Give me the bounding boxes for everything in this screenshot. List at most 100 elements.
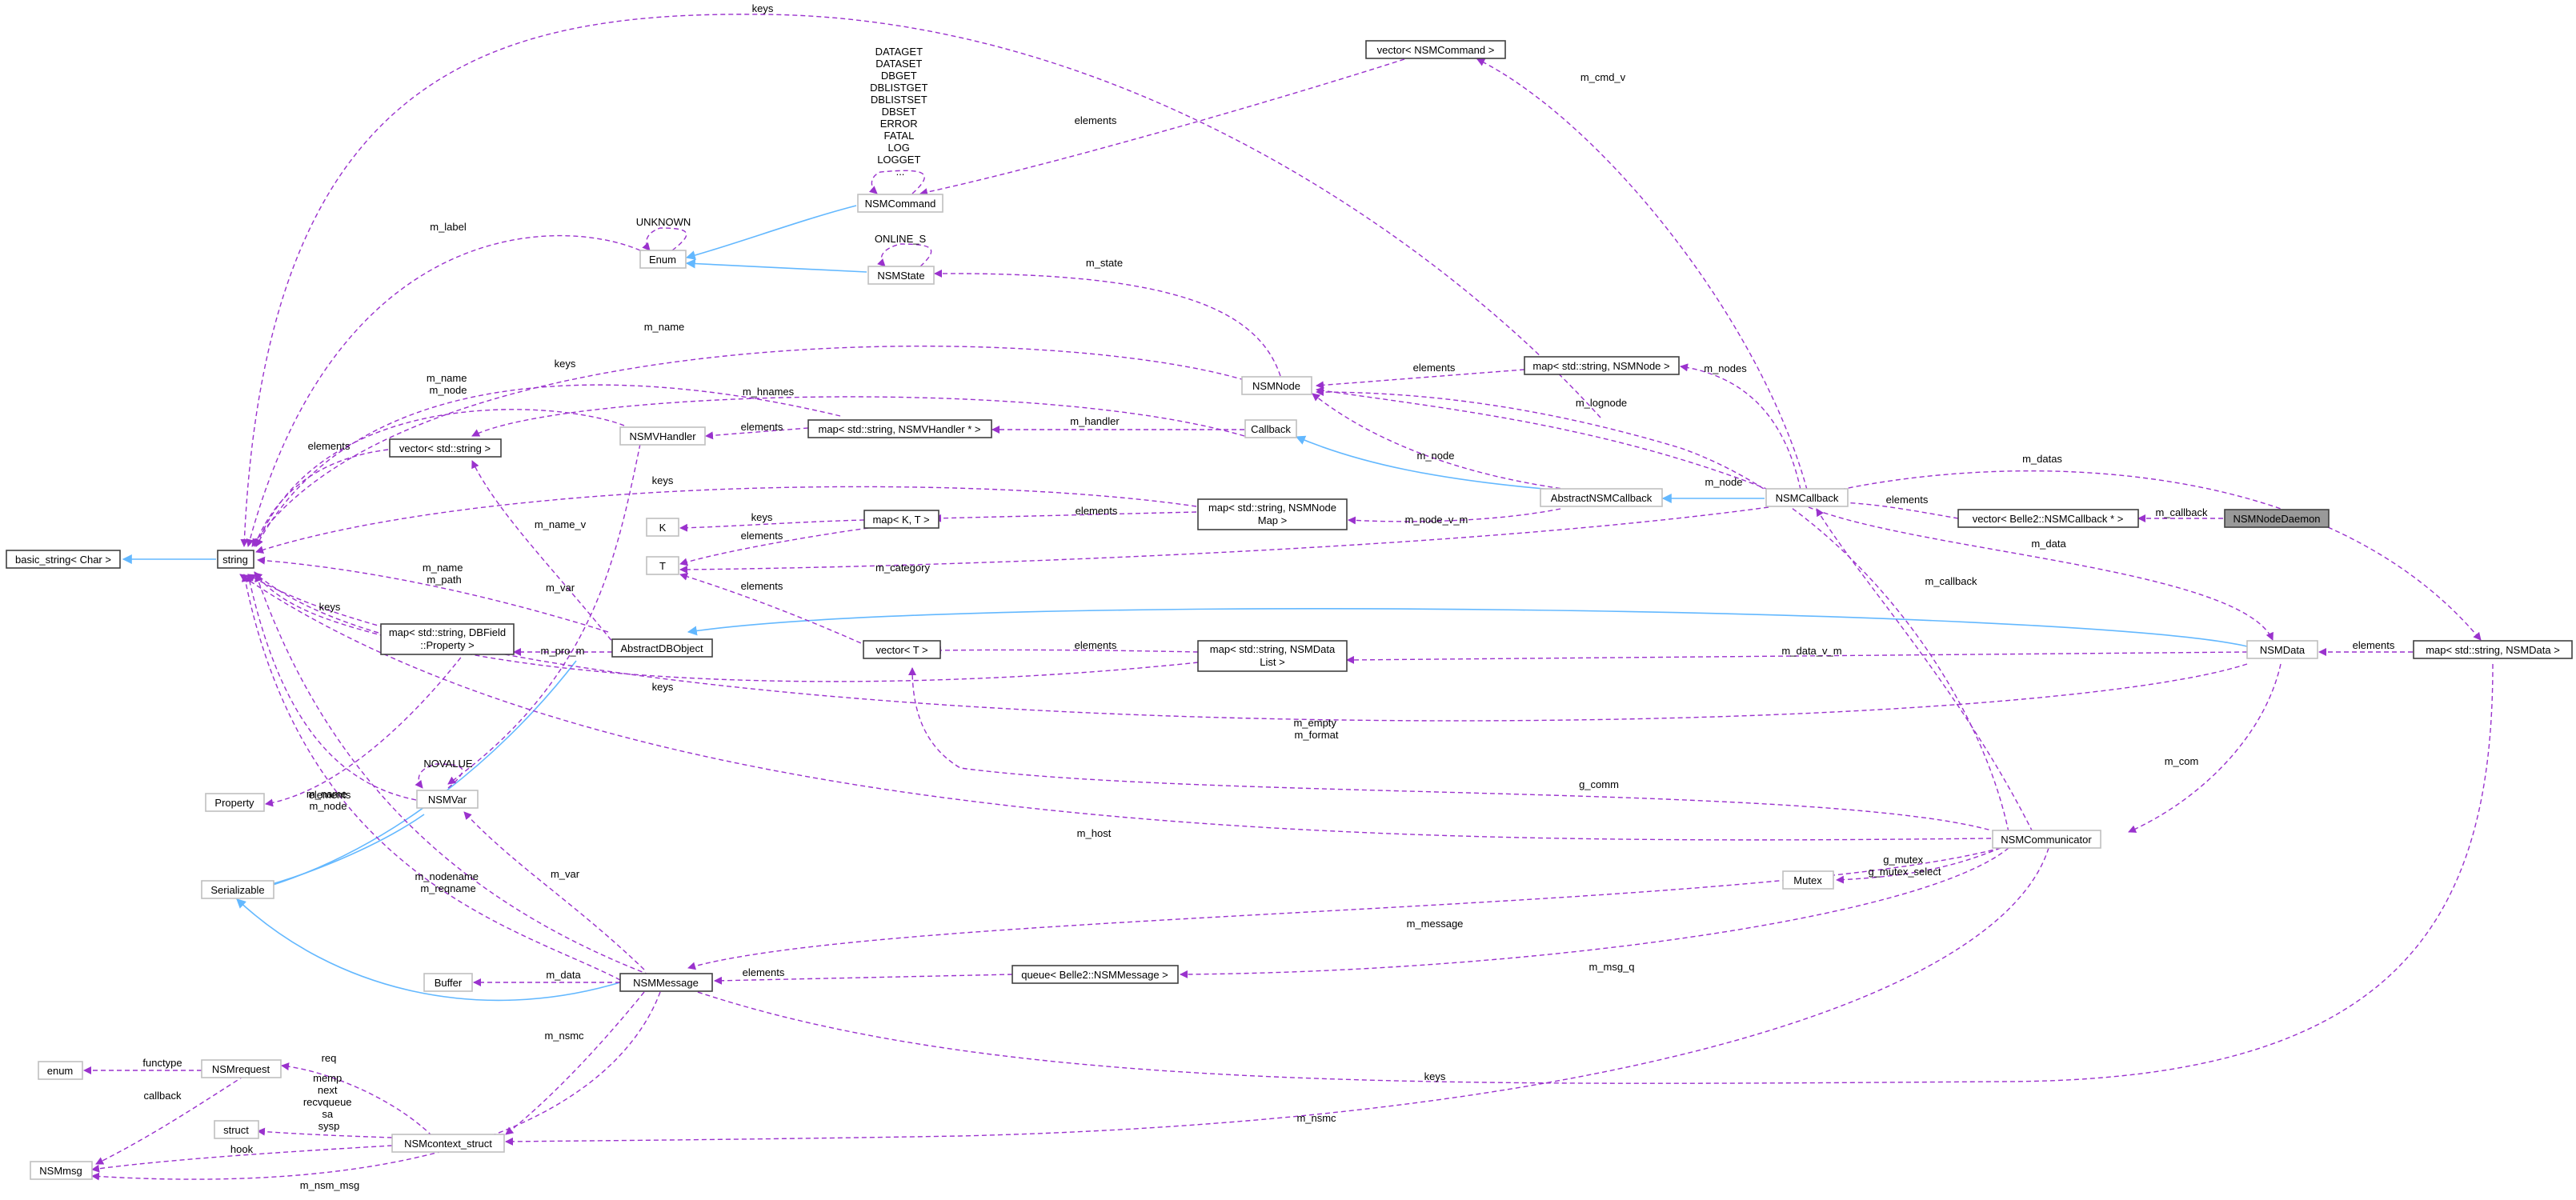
node-k[interactable]: K [646, 518, 679, 537]
edge-elements-q [714, 974, 1013, 985]
label-mnode-vh: m_node [430, 384, 467, 396]
node-struct[interactable]: struct [214, 1120, 259, 1139]
label-elements-vs: elements [308, 440, 351, 452]
edge-m-msg-q [1180, 847, 2009, 978]
node-nsmcontext-struct[interactable]: NSMcontext_struct [391, 1134, 505, 1153]
node-label: NSMVar [428, 794, 467, 806]
node-property[interactable]: Property [205, 793, 265, 812]
edge-elements-t [679, 572, 869, 647]
node-nsmmessage[interactable]: NSMMessage [619, 973, 713, 992]
label-mnode-var: m_node [310, 800, 347, 812]
label-m-node-v-m: m_node_v_m [1405, 514, 1468, 526]
label-elements-cbv: elements [1886, 494, 1929, 506]
label-functype: functype [142, 1057, 182, 1069]
node-abstractdbobject[interactable]: AbstractDBObject [611, 638, 713, 658]
node-nsmstate[interactable]: NSMState [867, 266, 935, 285]
node-string[interactable]: string [217, 550, 254, 569]
node-basic-string[interactable]: basic_string< Char > [6, 550, 121, 569]
label-m-callback-c: m_callback [1925, 575, 1977, 587]
node-label: NSMNodeDaemon [2233, 513, 2320, 525]
node-enum-lc[interactable]: enum [38, 1061, 83, 1080]
edge-cmd-self [868, 170, 925, 194]
node-nsmnodedaemon[interactable]: NSMNodeDaemon [2224, 509, 2330, 528]
node-nsmcallback[interactable]: NSMCallback [1765, 488, 1849, 507]
label-m-pro-m: m_pro_m [541, 645, 585, 657]
edge-nsmdata-abstractdb [687, 608, 2248, 647]
node-nsmcommunicator[interactable]: NSMCommunicator [1992, 830, 2101, 849]
node-label: enum [47, 1065, 74, 1077]
edge-m-nodes [1680, 363, 1801, 490]
node-nsmcommand[interactable]: NSMCommand [857, 194, 943, 213]
node-enum[interactable]: Enum [639, 250, 687, 269]
node-vector-nsmcommand[interactable]: vector< NSMCommand > [1365, 40, 1506, 59]
edge-mname-mpath [257, 556, 609, 633]
cmd-8: LOG [887, 142, 909, 154]
node-map-kt[interactable]: map< K, T > [863, 510, 939, 529]
node-label: Property [214, 797, 254, 809]
node-map-vhandler[interactable]: map< std::string, NSMVHandler * > [807, 419, 992, 438]
node-label: vector< Belle2::NSMCallback * > [1973, 513, 2124, 525]
label-m-callback-d: m_callback [2155, 506, 2208, 518]
label-mname-db: m_name [423, 562, 463, 574]
label-m-label: m_label [430, 221, 467, 233]
node-serializable[interactable]: Serializable [201, 880, 274, 899]
edge-keys-nm [255, 486, 1197, 554]
cmd-2: DBGET [881, 70, 917, 82]
label-m-nsmc-comm: m_nsmc [1296, 1112, 1336, 1124]
node-nsmvhandler[interactable]: NSMVHandler [619, 426, 706, 446]
node-nsmvar[interactable]: NSMVar [416, 790, 479, 809]
label-mname-var: m_name [306, 788, 347, 800]
edge-m-nsmc-comm [505, 847, 2049, 1146]
label-elements-nodes: elements [1413, 362, 1456, 374]
edge-callback-r [95, 1075, 245, 1165]
cmd-3: DBLISTGET [870, 82, 927, 94]
edge-mname-mnode-vh [254, 409, 625, 547]
node-mutex[interactable]: Mutex [1782, 870, 1834, 890]
label-m-empty-1: m_empty [1293, 717, 1336, 729]
node-vector-t[interactable]: vector< T > [863, 640, 941, 659]
node-nsmdata[interactable]: NSMData [2246, 640, 2318, 659]
label-m-hnames: m_hnames [743, 386, 795, 398]
node-queue-msg[interactable]: queue< Belle2::NSMMessage > [1012, 965, 1179, 984]
label-m-message: m_message [1407, 918, 1464, 930]
edge-novalue-self [415, 763, 463, 789]
nodes: basic_string< Char > string vector< std:… [6, 40, 2573, 1180]
node-label-line1: map< std::string, NSMData [1210, 643, 1336, 655]
node-callback[interactable]: Callback [1244, 419, 1297, 438]
cmd-10: ... [896, 166, 905, 178]
node-label: NSMData [2260, 644, 2306, 656]
node-nsmrequest[interactable]: NSMrequest [201, 1059, 282, 1078]
edge-keys-bottom [254, 574, 2494, 1084]
node-map-nsmnode[interactable]: map< std::string, NSMNode > [1524, 356, 1680, 375]
label-elements-vh: elements [741, 421, 783, 433]
node-map-nsmdata[interactable]: map< std::string, NSMData > [2413, 640, 2573, 659]
edge-keys-kt [679, 519, 865, 532]
edge-m-var-msg [463, 811, 645, 970]
node-nsmmsg[interactable]: NSMmsg [30, 1161, 93, 1180]
label-mname-mnode-vh: m_name m_node [427, 372, 470, 396]
node-map-dbfield[interactable]: map< std::string, DBField::Property > [380, 623, 515, 655]
node-nsmnode[interactable]: NSMNode [1241, 376, 1312, 395]
edge-m-lognode [1316, 386, 1769, 490]
edge-abstractcb-callback [1295, 435, 1553, 490]
node-vector-callback[interactable]: vector< Belle2::NSMCallback * > [1957, 509, 2139, 528]
cmd-6: ERROR [880, 118, 918, 130]
node-abstractnsmcallback[interactable]: AbstractNSMCallback [1540, 488, 1663, 507]
edge-g-mutex [1836, 847, 2001, 884]
label-mname-mnode-var: m_name m_node [306, 788, 350, 812]
label-elements-property: elements [309, 789, 351, 801]
node-t[interactable]: T [646, 556, 679, 575]
edge-elements-vh [705, 427, 809, 440]
label-callback-r: callback [144, 1090, 182, 1102]
edge-m-node-comm [1316, 388, 2009, 833]
edge-elements-dl [933, 646, 1199, 654]
label-m-nodename-1: m_nodename [415, 870, 479, 882]
label-next: next [318, 1084, 338, 1096]
label-elements-nd: elements [2353, 639, 2395, 651]
node-vector-string[interactable]: vector< std::string > [389, 438, 502, 458]
node-buffer[interactable]: Buffer [423, 973, 473, 992]
